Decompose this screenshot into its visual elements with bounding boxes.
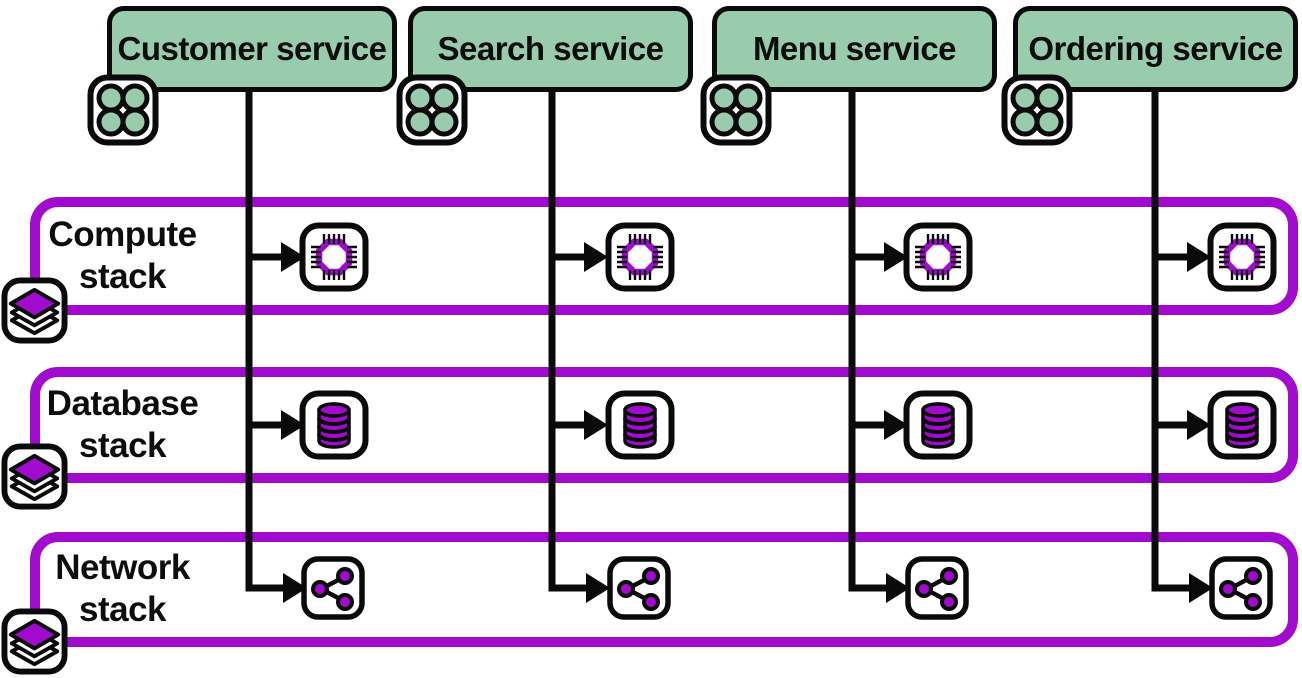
stack-label-line: stack: [78, 257, 167, 296]
connector-search-service: [548, 85, 610, 603]
connector-menu-service: [848, 85, 910, 603]
stack-label-line: Network: [55, 548, 190, 587]
network-stack-box: [30, 532, 1298, 647]
service-label: Search service: [437, 30, 664, 67]
stack-label-line: Database: [46, 384, 199, 423]
stack-label-database: Database stack: [35, 383, 210, 467]
service-label: Customer service: [117, 30, 387, 67]
service-box-menu: Menu service: [712, 6, 997, 92]
compute-stack-box: [30, 197, 1298, 315]
stack-label-line: stack: [78, 426, 167, 465]
service-box-search: Search service: [408, 6, 693, 92]
database-stack-box: [30, 367, 1298, 483]
service-label: Menu service: [752, 30, 957, 67]
stack-label-line: Compute: [48, 215, 197, 254]
stack-label-compute: Compute stack: [35, 214, 210, 298]
service-box-ordering: Ordering service: [1013, 6, 1298, 92]
connector-customer-service: [245, 85, 307, 603]
stack-label-network: Network stack: [35, 547, 210, 631]
service-box-customer: Customer service: [107, 6, 397, 92]
service-label: Ordering service: [1028, 30, 1283, 67]
connector-ordering-service: [1151, 85, 1213, 603]
stack-label-line: stack: [78, 590, 167, 629]
